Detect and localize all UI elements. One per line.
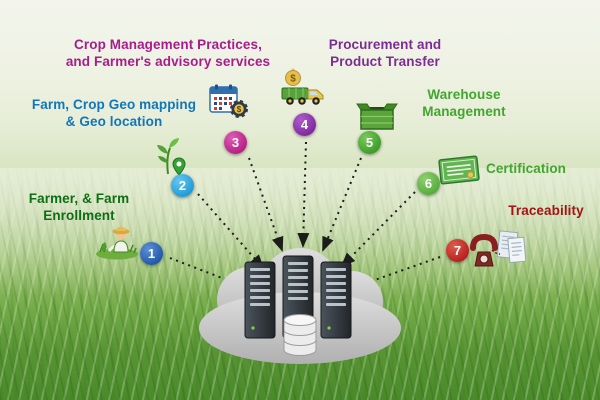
svg-text:$: $ — [237, 105, 242, 114]
node2-number-badge: 2 — [171, 174, 194, 197]
node6-label: Certification — [485, 161, 567, 176]
node7-number-badge: 7 — [446, 239, 469, 262]
node2-label: Farm, Crop Geo mapping & Geo location — [31, 97, 197, 130]
traceability-phone-icon — [466, 226, 527, 276]
node4-number-badge: 4 — [293, 113, 316, 136]
node7-label: Traceability — [508, 203, 584, 218]
svg-text:$: $ — [290, 74, 296, 85]
procurement-truck-icon: $ — [280, 66, 326, 108]
certificate-icon — [436, 152, 482, 188]
gear-icon: $ — [230, 100, 248, 118]
cloud-icon — [199, 248, 401, 364]
central-cloud-servers — [193, 238, 407, 368]
warehouse-box-icon — [356, 98, 398, 134]
node5-number-badge: 5 — [358, 131, 381, 154]
node4-label: Procurement and Product Transfer — [328, 37, 442, 70]
node3-label: Crop Management Practices, and Farmer's … — [65, 37, 271, 70]
database-icon — [283, 314, 317, 356]
plant-geo-location-icon — [148, 136, 188, 178]
node3-number-badge: 3 — [224, 131, 247, 154]
calendar-advisory-icon: $ — [208, 82, 249, 120]
node6-number-badge: 6 — [417, 172, 440, 195]
node1-label: Farmer, & Farm Enrollment — [28, 191, 130, 224]
node5-label: Warehouse Management — [422, 87, 506, 120]
node1-number-badge: 1 — [140, 242, 163, 265]
farmer-icon — [94, 222, 140, 260]
